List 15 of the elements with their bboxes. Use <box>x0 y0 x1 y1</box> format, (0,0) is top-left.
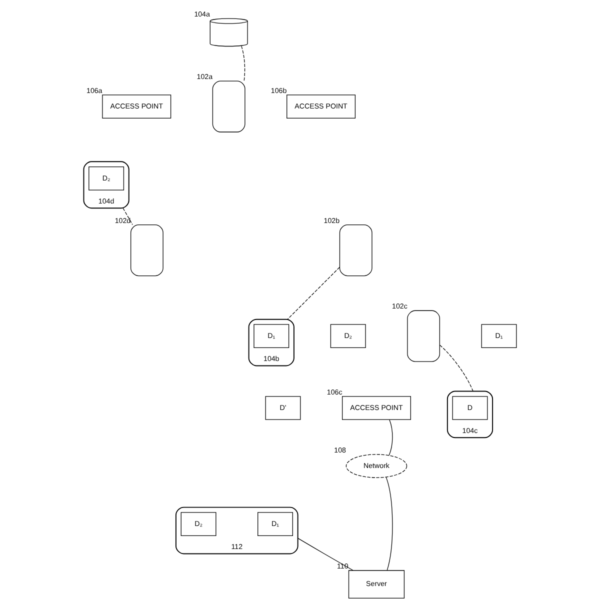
connector <box>122 208 133 226</box>
connector <box>298 538 354 571</box>
connector <box>386 476 393 571</box>
node-phone <box>130 224 164 276</box>
cluster <box>175 506 298 554</box>
connector <box>241 46 246 82</box>
node-phone <box>212 80 246 132</box>
connector <box>287 266 340 320</box>
cluster <box>83 161 130 209</box>
connector <box>388 420 393 456</box>
node-phone <box>339 224 372 276</box>
cluster <box>446 390 494 438</box>
cluster <box>248 318 294 366</box>
node-phone <box>407 310 440 362</box>
connector <box>440 344 474 392</box>
